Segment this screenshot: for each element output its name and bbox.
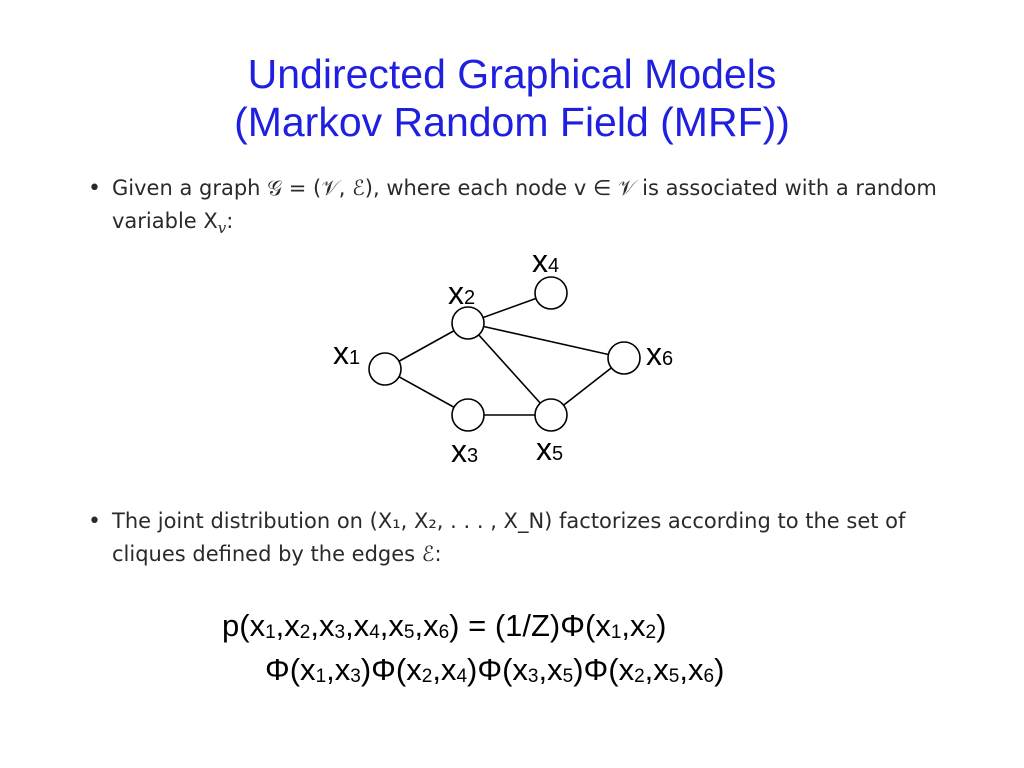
node-x4 [534,276,568,310]
factorization-formula-line-2: Φ(x1,x3)Φ(x2,x4)Φ(x3,x5)Φ(x2,x5,x6) [265,652,725,687]
bullet-dot: • [88,176,101,201]
node-label-x1: x1 [333,335,360,371]
bullet-text-suffix: : [226,209,234,233]
node-label-x2: x2 [448,275,475,311]
graph-nodes: x1 x2 x3 x4 x5 x6 [333,243,673,469]
edge-x2-x5 [467,322,552,416]
node-label-x6: x6 [646,336,673,372]
node-x1 [368,352,402,386]
node-x6 [607,341,641,375]
bullet-text: The joint distribution on (X₁, X₂, . . .… [112,509,906,566]
slide-title: Undirected Graphical Models (Markov Rand… [0,50,1024,146]
title-line-2: (Markov Random Field (MRF)) [234,99,790,145]
graph-edges [384,292,625,416]
title-line-1: Undirected Graphical Models [247,51,777,97]
node-x3 [451,398,485,432]
bullet-graph-definition: • Given a graph 𝒢 = (𝒱, ℰ), where each n… [88,172,938,245]
bullet-dot: • [88,509,101,534]
node-x5 [534,398,568,432]
bullet-text-sub: v [217,219,227,238]
factorization-formula-line-1: p(x1,x2,x3,x4,x5,x6) = (1/Z)Φ(x1,x2) [222,608,667,643]
node-label-x3: x3 [451,433,478,469]
node-x2 [451,306,485,340]
bullet-text: Given a graph 𝒢 = (𝒱, ℰ), where each nod… [112,172,938,245]
node-label-x4: x4 [532,243,559,279]
bullet-text-body: Given a graph 𝒢 = (𝒱, ℰ), where each nod… [112,176,937,233]
node-label-x5: x5 [536,431,563,467]
bullet-joint-distribution: • The joint distribution on (X₁, X₂, . .… [88,505,938,571]
edge-x2-x6 [467,322,625,359]
